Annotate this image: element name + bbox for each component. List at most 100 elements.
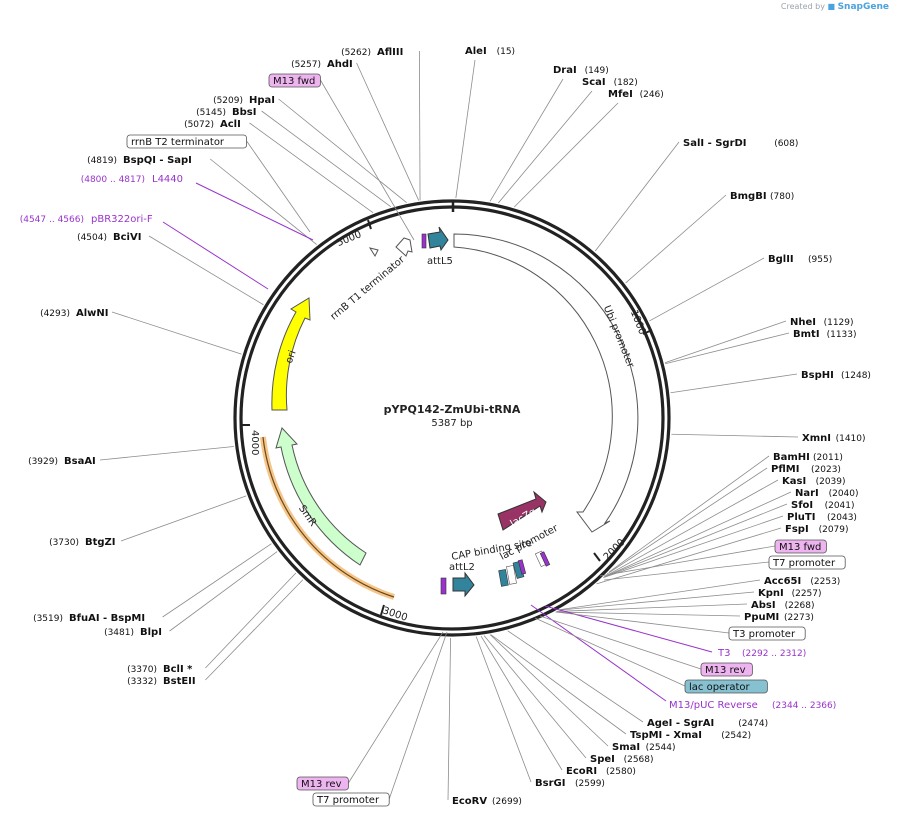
site-pos-bsteii: (3332) xyxy=(127,677,157,687)
leader-bsaai xyxy=(99,446,234,461)
site-name-bsrgi: BsrGI xyxy=(535,778,565,789)
leader-bglii xyxy=(649,257,765,322)
box-leader-m13-fwd xyxy=(599,545,776,577)
leader-bbsi xyxy=(261,110,391,208)
site-pos-ecori: (2580) xyxy=(606,767,636,777)
leader-smai xyxy=(489,634,609,747)
site-pos-bamhi: (2011) xyxy=(813,453,843,463)
leader-sfoi xyxy=(603,503,788,578)
feature-box-label-m13-fwd: M13 fwd xyxy=(273,76,315,87)
primer-name-pbr322ori-f: pBR322ori-F xyxy=(91,214,153,225)
site-name-spei: SpeI xyxy=(590,754,615,765)
site-name-alwni: AlwNI xyxy=(76,308,109,319)
leader-bcli xyxy=(205,572,297,669)
feature-box-m13-fwd xyxy=(774,539,827,554)
site-name-drai: DraI xyxy=(553,65,577,76)
site-name-bglii: BglII xyxy=(768,254,794,265)
leader-agei-sgrai xyxy=(507,630,644,723)
leader-bmgbi xyxy=(625,194,727,284)
leader-blpi xyxy=(169,551,278,632)
site-pos-fspi: (2079) xyxy=(819,525,849,535)
site-pos-alwni: (4293) xyxy=(40,309,70,319)
site-name-fspi: FspI xyxy=(785,524,809,535)
site-name-bsaai: BsaAI xyxy=(64,456,96,467)
site-name-sali-sgrdi: SalI - SgrDI xyxy=(683,138,747,149)
leader-bfuai-bspmi xyxy=(162,543,272,618)
feature-box-label-m13-fwd: M13 fwd xyxy=(779,542,821,553)
site-name-pluti: PluTI xyxy=(787,512,815,523)
leader-mfei xyxy=(513,102,619,208)
primer-name-t3: T3 xyxy=(717,648,730,659)
leader-acc65i xyxy=(560,579,761,610)
leader-lines xyxy=(99,50,799,801)
plasmid-name: pYPQ142-ZmUbi-tRNA xyxy=(384,403,521,416)
primer-line-l4440 xyxy=(195,182,314,241)
leader-ecorv xyxy=(447,637,451,801)
box-leader-t7-promoter xyxy=(603,561,770,581)
box-leader-m13-fwd xyxy=(320,79,415,241)
site-pos-spei: (2568) xyxy=(624,755,654,765)
leader-tspmi-xmai xyxy=(490,634,627,735)
tick-label-4000: 4000 xyxy=(249,430,260,455)
site-pos-ppumi: (2273) xyxy=(784,613,814,623)
box-leader-m13-rev xyxy=(539,615,702,670)
leader-bamhi xyxy=(608,455,770,573)
ori-label: ori xyxy=(284,349,299,365)
feature-box-t7-promoter xyxy=(768,555,846,570)
leader-spei xyxy=(483,635,587,759)
cap-lac-cluster xyxy=(498,550,551,587)
site-name-bmti: BmtI xyxy=(793,329,820,340)
site-labels: AleI(15)DraI(149)ScaI(182)MfeI(246)SalI … xyxy=(20,46,871,807)
site-pos-tspmi-xmai: (2542) xyxy=(721,731,751,741)
feature-box-t7-promoter xyxy=(312,792,390,807)
leader-bspqi-sapi xyxy=(209,158,317,245)
site-name-blpi: BlpI xyxy=(140,627,162,638)
site-name-bcli: BclI * xyxy=(163,664,193,675)
site-pos-scai: (182) xyxy=(614,78,638,88)
primer-range-pbr322ori-f: (4547 .. 4566) xyxy=(20,215,84,225)
site-pos-ahdi: (5257) xyxy=(291,60,321,70)
feature-box-m13-fwd xyxy=(268,73,321,88)
site-pos-hpai: (5209) xyxy=(213,96,243,106)
box-leader-rrnb-t2-terminator xyxy=(246,140,311,233)
site-name-alei: AleI xyxy=(465,46,487,57)
leader-bsrgi xyxy=(475,636,532,783)
box-leader-t7-promoter xyxy=(388,631,448,800)
primer-range-m13-puc-reverse: (2344 .. 2366) xyxy=(772,701,836,711)
site-pos-afliii: (5262) xyxy=(341,48,371,58)
snapgene-logo-icon: ■ xyxy=(827,2,836,11)
rrnb-t1-arrow xyxy=(395,237,413,257)
leader-pflmi xyxy=(606,467,768,575)
leader-nhei xyxy=(664,320,787,364)
site-name-bbsi: BbsI xyxy=(232,107,256,118)
leader-btgzi xyxy=(120,495,247,542)
site-name-bsphi: BspHI xyxy=(801,370,834,381)
site-pos-pluti: (2043) xyxy=(827,513,857,523)
brand-prefix: Created by xyxy=(780,2,825,11)
site-pos-bsaai: (3929) xyxy=(28,457,58,467)
leader-hpai xyxy=(278,98,407,204)
leader-bmti xyxy=(665,332,790,365)
site-name-bspqi-sapi: BspQI - SapI xyxy=(123,155,192,166)
site-pos-mfei: (246) xyxy=(640,90,664,100)
leader-sali-sgrdi xyxy=(594,141,680,252)
site-pos-alei: (15) xyxy=(497,47,515,57)
site-name-ahdi: AhdI xyxy=(327,59,353,70)
box-leader-m13-rev xyxy=(348,631,444,784)
site-pos-btgzi: (3730) xyxy=(49,538,79,548)
site-pos-nari: (2040) xyxy=(829,489,859,499)
feature-box-rrnb-t2-terminator xyxy=(126,134,247,149)
site-name-mfei: MfeI xyxy=(608,89,633,100)
site-pos-bmti: (1133) xyxy=(827,330,857,340)
site-pos-agei-sgrai: (2474) xyxy=(738,719,768,729)
leader-afliii xyxy=(418,50,421,201)
feature-box-label-m13-rev: M13 rev xyxy=(705,665,746,676)
site-pos-bcivi: (4504) xyxy=(77,233,107,243)
site-pos-ecorv: (2699) xyxy=(492,797,522,807)
leader-kpni xyxy=(559,591,755,611)
leader-drai xyxy=(489,78,564,202)
leader-kasi xyxy=(603,479,779,578)
lacz-arrow xyxy=(497,490,547,531)
site-name-kpni: KpnI xyxy=(758,588,784,599)
